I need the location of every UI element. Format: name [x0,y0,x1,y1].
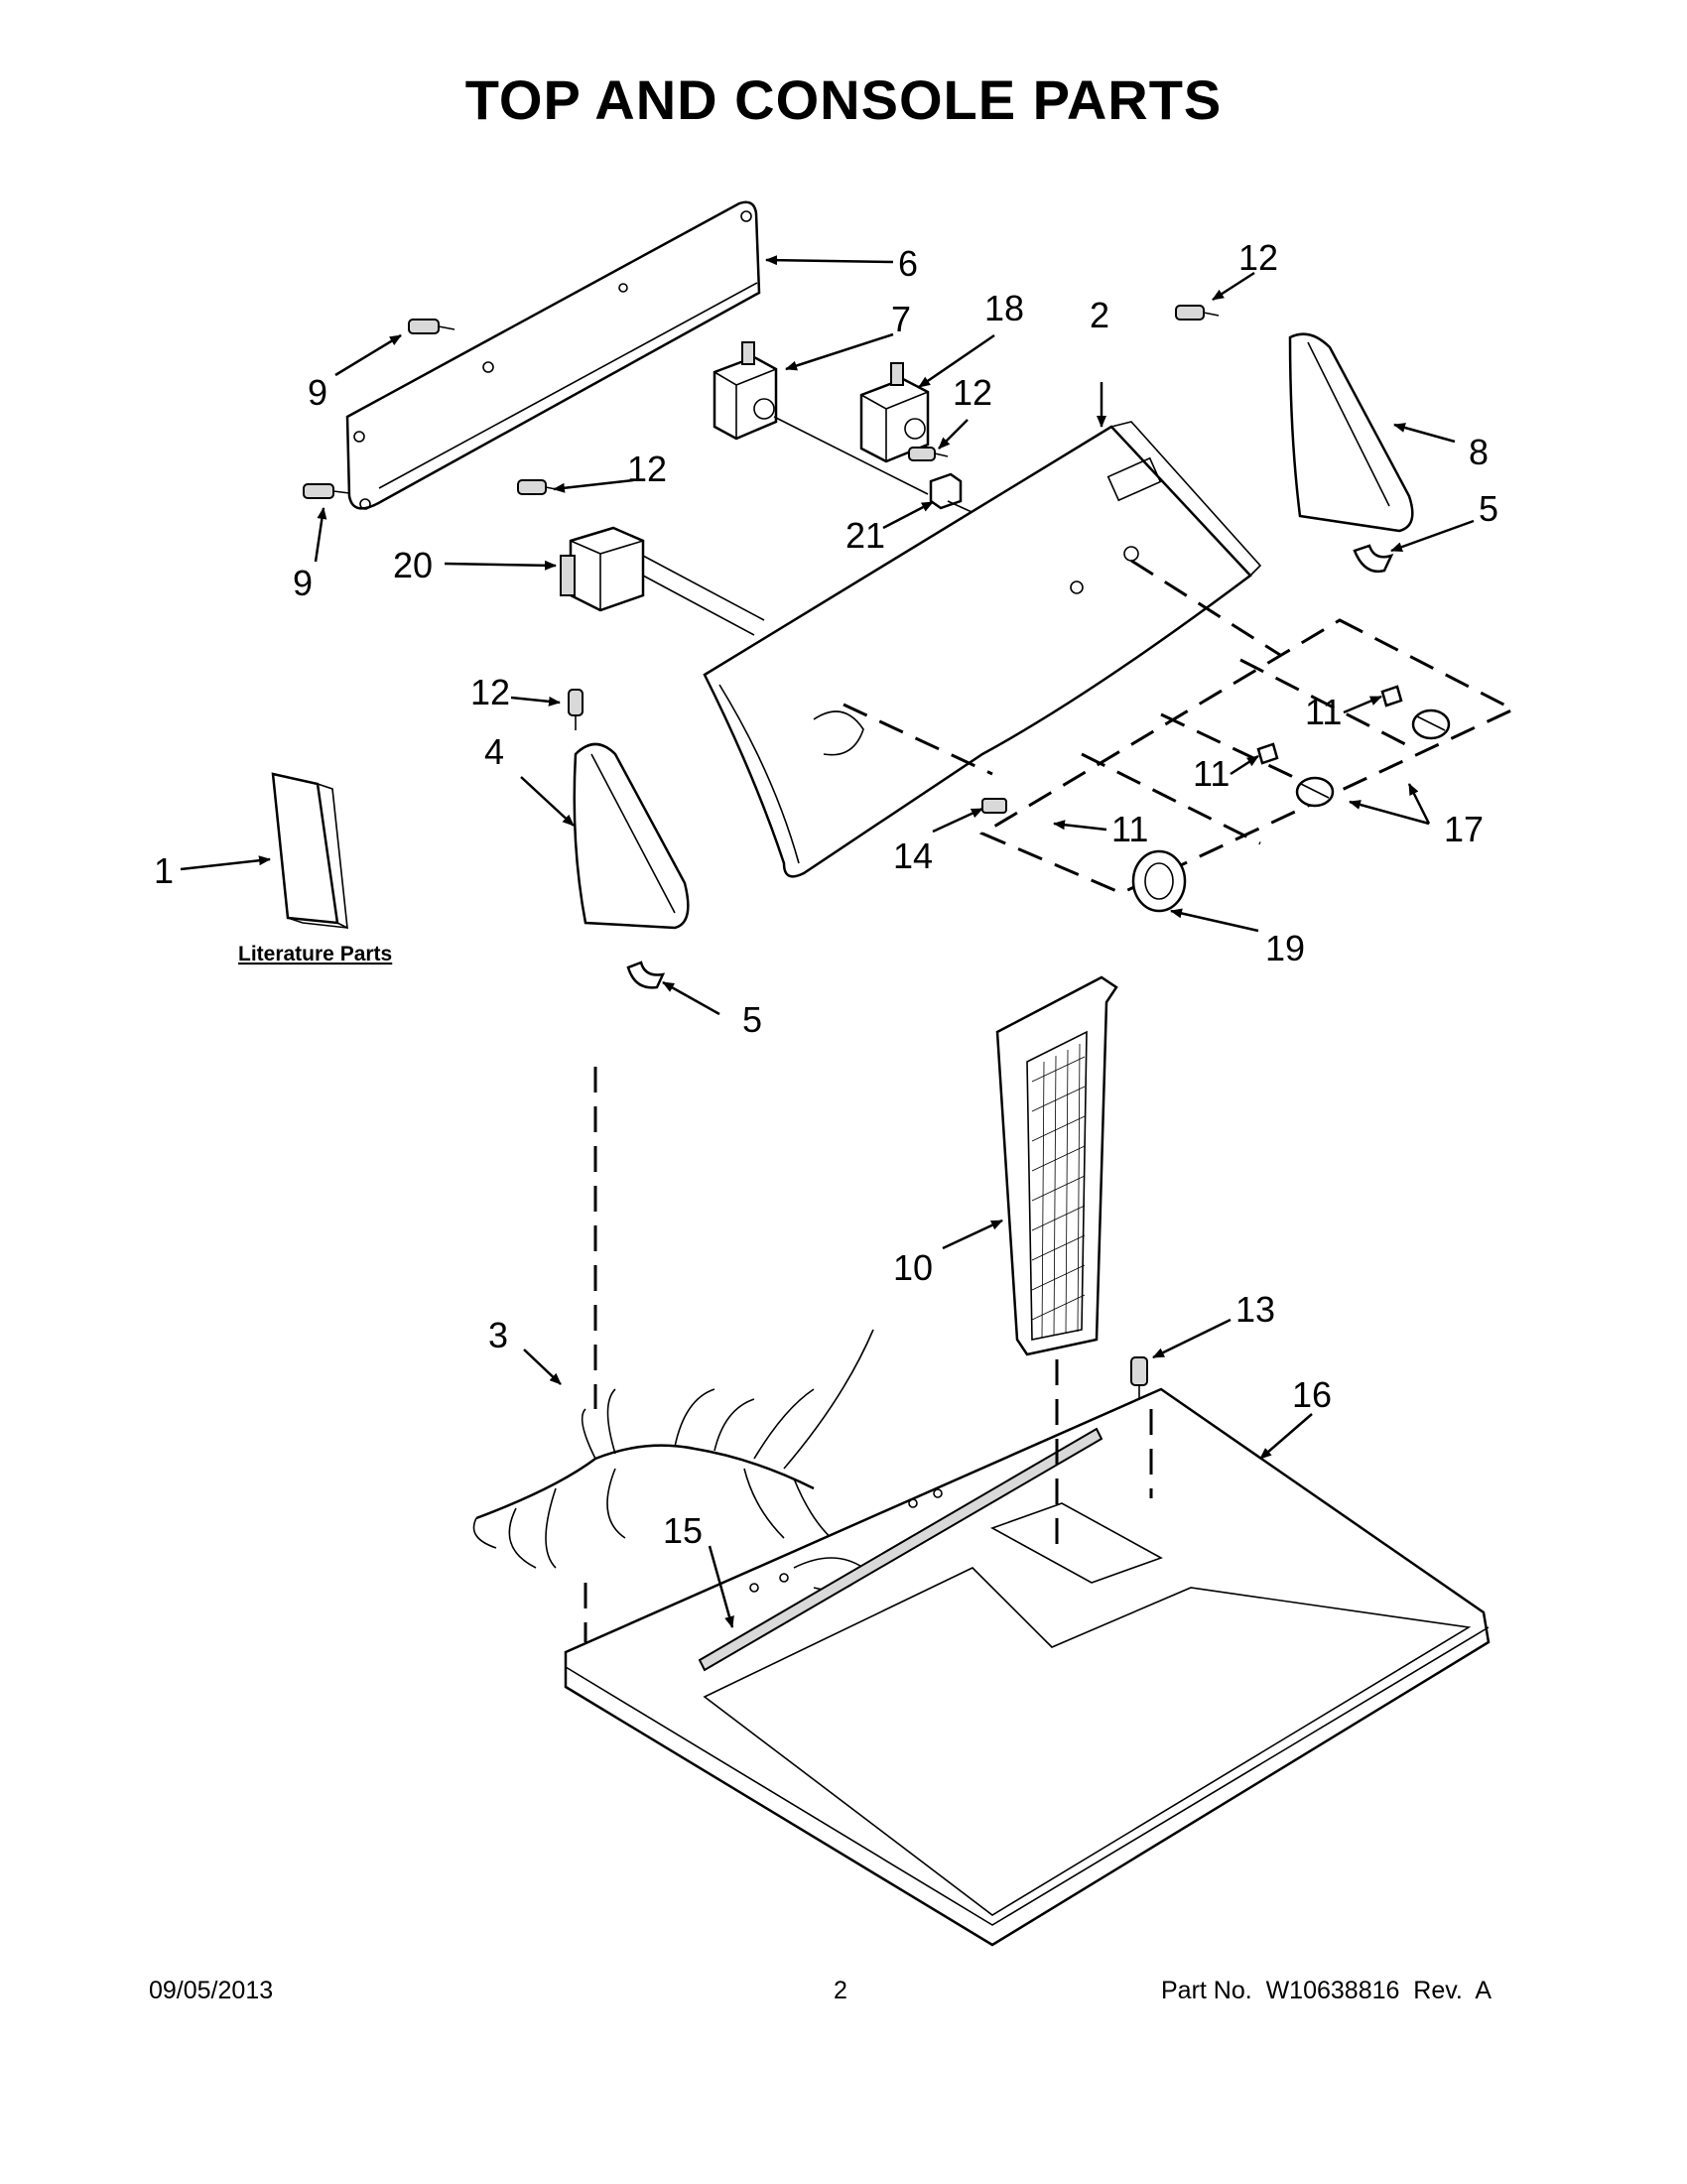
part-12-screw-a [1175,305,1220,321]
assembly-guide-lines [584,1067,1153,1642]
callout-8: 8 [1469,432,1489,472]
part-15-strip [698,1427,1103,1672]
callout-21: 21 [845,515,885,556]
part-12-screw-c [908,447,949,461]
callout-9a: 9 [308,372,327,413]
part-4-end-cap-left [573,742,690,930]
part-17-knob-b [1295,776,1335,808]
callout-14: 14 [893,835,933,876]
part-5-clip-lower [626,961,666,989]
callout-arrows [180,255,1475,1628]
part-5-clip-upper [1353,544,1394,574]
part-17-knob-a [1411,708,1451,740]
callout-16: 16 [1292,1374,1332,1415]
callout-12d: 12 [470,672,510,712]
callout-7: 7 [891,299,911,339]
page-title: TOP AND CONSOLE PARTS [465,68,1223,131]
part-9-screw-lower [303,483,350,499]
footer-part-number: Part No. W10638816 Rev. A [1161,1977,1492,2004]
part-1-literature [271,772,348,930]
callout-11c: 11 [1111,809,1148,849]
part-18-switch [859,362,930,463]
part-11-insert-a [1380,685,1403,707]
callout-5b: 5 [742,999,762,1040]
part-20-timer [560,526,765,636]
callout-2: 2 [1090,295,1109,335]
part-11-insert-b [1256,742,1279,765]
part-19-timer-knob [1131,849,1187,913]
part-14-spring [981,798,1007,814]
part-2-console [703,421,1262,878]
callout-12c: 12 [953,372,992,413]
part-12-screw-b [517,479,562,495]
footer-date: 09/05/2013 [149,1977,274,2004]
part-6-rear-panel [345,200,761,510]
callout-12b: 12 [627,449,667,489]
part-9-screw-upper [408,319,455,334]
callout-1: 1 [154,850,174,891]
callout-19: 19 [1265,928,1305,968]
callout-12a: 12 [1238,237,1278,278]
literature-parts-label: Literature Parts [238,943,392,965]
callout-labels: 6 7 18 12 2 12 12 9 9 20 21 8 5 12 4 1 L… [154,237,1498,1551]
callout-6: 6 [898,243,918,284]
callout-13: 13 [1235,1289,1275,1330]
part-3-wire-harness [472,1329,874,1569]
part-13-screw [1130,1356,1148,1401]
callout-11a: 11 [1305,692,1342,732]
callout-11b: 11 [1193,753,1230,794]
part-10-lint-screen [995,975,1118,1356]
part-7-switch [713,341,929,495]
callout-9b: 9 [293,563,313,603]
part-12-screw-d [568,689,584,730]
callout-10: 10 [893,1247,933,1288]
callout-3: 3 [488,1315,508,1355]
part-8-end-cap-right [1288,332,1414,533]
callout-15: 15 [663,1510,703,1551]
callout-18: 18 [984,288,1024,328]
part-16-top [564,1387,1491,1947]
callout-5a: 5 [1479,488,1498,529]
callout-4: 4 [484,731,504,772]
footer-page-number: 2 [834,1977,847,2004]
callout-20: 20 [393,545,433,585]
callout-17: 17 [1444,809,1484,849]
